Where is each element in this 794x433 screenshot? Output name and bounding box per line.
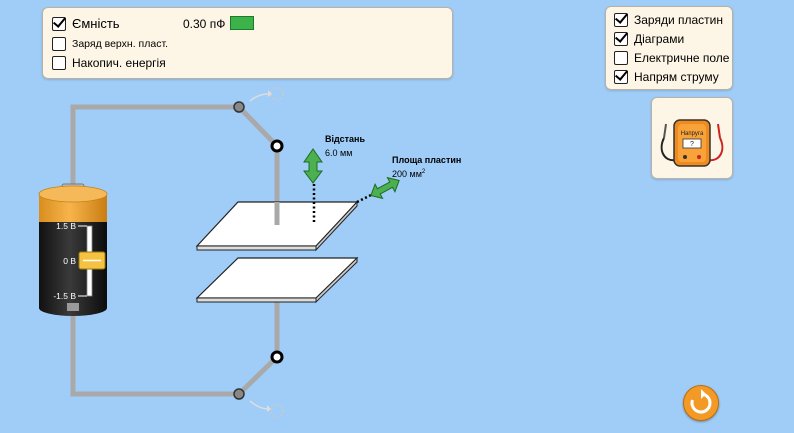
separation-drag-arrow-icon[interactable] [303,148,323,184]
capacitance-bar [230,16,254,30]
plate-charges-checkbox[interactable]: Заряди пластин [614,13,723,27]
electric-field-checkbox[interactable]: Електричне поле [614,51,729,65]
electric-field-check-icon [614,51,628,65]
separation-value: 6.0 мм [325,148,352,158]
current-direction-checkbox[interactable]: Напрям струму [614,70,719,84]
plate-area-value: 200 мм2 [392,169,426,179]
bottom-switch[interactable] [233,350,284,418]
plate-charges-label: Заряди пластин [634,13,723,27]
current-direction-check-icon [614,70,628,84]
capacitance-label: Ємність [72,16,120,31]
capacitance-value: 0.30 пФ [183,17,226,31]
stored-energy-checkbox[interactable]: Накопич. енергія [52,56,166,70]
top-plate [195,200,359,252]
plate-charges-check-icon [614,13,628,27]
voltmeter-value: ? [690,141,694,148]
stored-energy-check-icon [52,56,66,70]
voltmeter-toolbox: Напруга ? [651,97,733,179]
voltmeter-icon[interactable]: Напруга ? [652,98,732,178]
reset-icon [690,389,712,414]
plate-area-label: Площа пластин [392,155,461,165]
right-control-panel: Заряди пластин Діаграми Електричне поле … [605,6,733,90]
reset-button[interactable] [683,385,719,421]
left-control-panel: Ємність 0.30 пФ Заряд верхн. пласт. Нако… [42,7,453,79]
bottom-plate [195,256,359,304]
stored-energy-label: Накопич. енергія [72,56,166,70]
separation-label: Відстань [325,134,365,144]
top-plate-charge-check-icon [52,37,66,51]
bar-graphs-check-icon [614,32,628,46]
battery-tick-top: 1.5 В [56,221,76,231]
bar-graphs-checkbox[interactable]: Діаграми [614,32,684,46]
electric-field-label: Електричне поле [634,51,730,65]
battery [38,183,108,316]
area-guide [356,193,372,204]
top-switch[interactable] [233,87,284,153]
top-plate-charge-label: Заряд верхн. пласт. [72,38,169,50]
bar-graphs-label: Діаграми [634,32,685,46]
battery-voltage-slider[interactable] [78,225,106,297]
capacitance-check-icon [52,16,66,31]
battery-tick-mid: 0 В [63,256,76,266]
wires [70,104,280,397]
current-direction-label: Напрям струму [634,70,719,84]
voltmeter-label: Напруга [681,131,704,137]
capacitance-checkbox[interactable]: Ємність [52,16,120,31]
battery-tick-bottom: -1.5 В [53,291,76,301]
top-plate-charge-checkbox[interactable]: Заряд верхн. пласт. [52,37,168,51]
area-drag-arrow-icon[interactable] [367,173,403,202]
